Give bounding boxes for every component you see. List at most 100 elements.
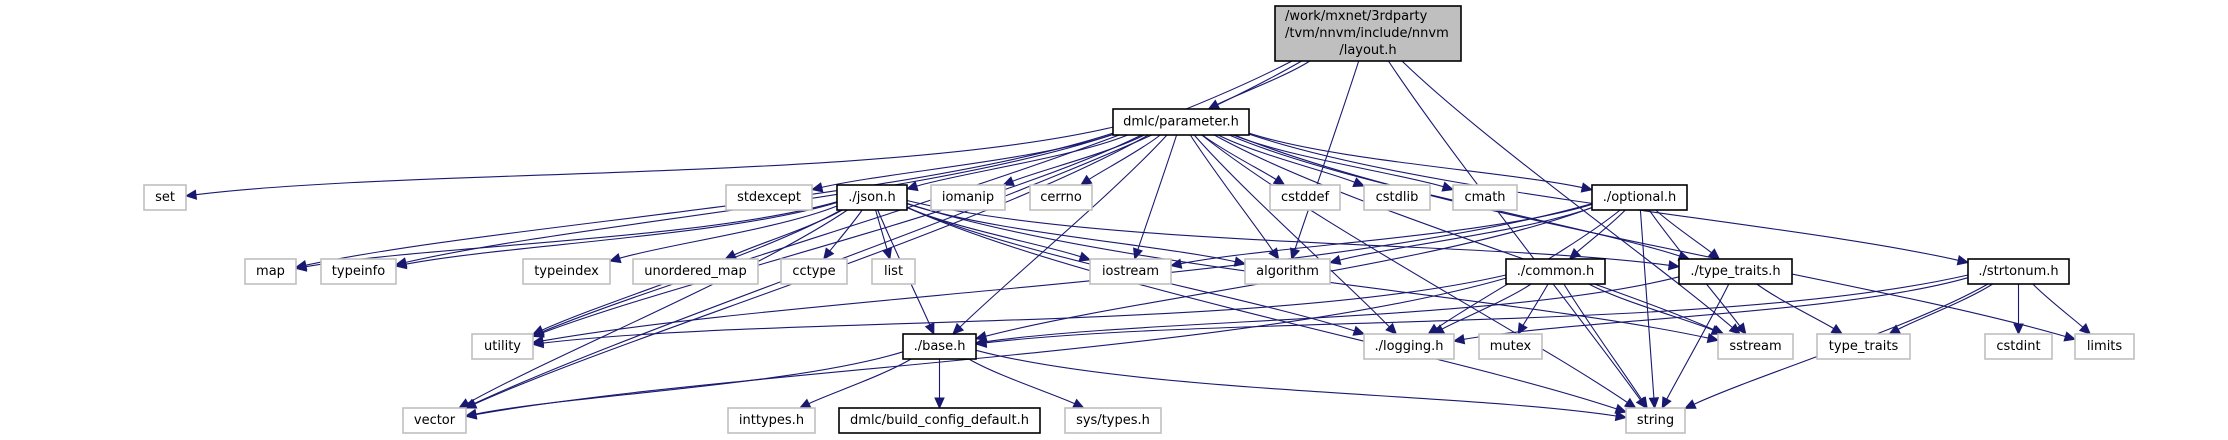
node-iomanip: iomanip bbox=[930, 184, 1006, 211]
node-box bbox=[902, 333, 977, 360]
arrowhead-icon bbox=[1352, 325, 1366, 336]
edge-line bbox=[305, 201, 838, 268]
edge-optional-to-common bbox=[1568, 209, 1626, 260]
edge-line bbox=[1756, 283, 1834, 330]
arrowhead-icon bbox=[952, 322, 965, 335]
node-layout[interactable]: /work/mxnet/3rdparty/tvm/nnvm/include/nn… bbox=[1274, 5, 1462, 62]
node-optional[interactable]: ./optional.h bbox=[1591, 184, 1688, 211]
node-box bbox=[1984, 333, 2053, 360]
edge-line bbox=[1088, 134, 1161, 180]
node-label: cmath bbox=[1464, 190, 1505, 205]
arrowhead-icon bbox=[531, 325, 545, 335]
edge-line bbox=[1137, 134, 1178, 250]
arrowhead-icon bbox=[798, 398, 812, 409]
edge-json-to-list bbox=[875, 209, 893, 261]
edge-json-to-algorithm bbox=[906, 203, 1247, 267]
edge-json-to-vector bbox=[457, 209, 848, 409]
node-strtonum[interactable]: ./strtonum.h bbox=[1967, 258, 2070, 285]
edge-parameter-to-utility bbox=[531, 134, 1142, 338]
node-label: dmlc/parameter.h bbox=[1123, 115, 1239, 130]
arrowhead-icon bbox=[1385, 322, 1398, 335]
edge-line bbox=[1193, 134, 1390, 328]
node-build-config[interactable]: dmlc/build_config_default.h bbox=[838, 407, 1041, 434]
node-stdexcept: stdexcept bbox=[725, 184, 813, 211]
node-label: cstdlib bbox=[1376, 190, 1419, 205]
edge-line bbox=[1576, 209, 1626, 253]
arrowhead-icon bbox=[1272, 174, 1286, 186]
node-box bbox=[1244, 258, 1331, 285]
arrowhead-icon bbox=[1830, 323, 1844, 335]
node-json[interactable]: ./json.h bbox=[836, 184, 908, 211]
arrowhead-icon bbox=[1648, 397, 1660, 410]
node-base[interactable]: ./base.h bbox=[902, 333, 977, 360]
node-box bbox=[1112, 108, 1250, 136]
node-logging[interactable]: ./logging.h bbox=[1363, 333, 1455, 360]
node-label: ./json.h bbox=[848, 190, 895, 205]
arrowhead-icon bbox=[1078, 251, 1092, 262]
edge-parameter-to-cstdlib bbox=[1217, 134, 1366, 188]
arrowhead-icon bbox=[1169, 258, 1183, 269]
node-typeindex: typeindex bbox=[522, 258, 611, 285]
node-box bbox=[1591, 184, 1688, 211]
node-box bbox=[1064, 407, 1162, 434]
node-box bbox=[1029, 184, 1093, 211]
edge-base-to-string bbox=[975, 349, 1628, 422]
edge-base-to-build_config bbox=[934, 358, 945, 410]
node-label: unordered_map bbox=[644, 264, 747, 279]
arrowhead-icon bbox=[1517, 322, 1528, 336]
node-label: dmlc/build_config_default.h bbox=[850, 413, 1029, 428]
node-box bbox=[1967, 258, 2070, 285]
edge-line bbox=[1214, 134, 1715, 331]
node-label: ./base.h bbox=[914, 339, 966, 354]
edge-json-to-type_traits_h bbox=[906, 199, 1681, 271]
arrowhead-icon bbox=[1580, 182, 1594, 193]
node-box bbox=[1505, 258, 1606, 285]
node-label: /work/mxnet/3rdparty bbox=[1285, 9, 1428, 24]
node-box bbox=[930, 184, 1006, 211]
node-label: algorithm bbox=[1256, 264, 1319, 279]
edge-line bbox=[1201, 134, 1628, 403]
arrowhead-icon bbox=[1623, 397, 1637, 409]
node-label: set bbox=[155, 190, 175, 205]
arrowhead-icon bbox=[1614, 403, 1628, 414]
node-algorithm: algorithm bbox=[1244, 258, 1331, 285]
arrowhead-icon bbox=[974, 337, 988, 349]
edge-parameter-to-json bbox=[905, 134, 1129, 192]
node-box bbox=[1363, 333, 1455, 360]
edge-line bbox=[985, 276, 1680, 343]
edge-line bbox=[829, 209, 863, 252]
edge-line bbox=[1233, 134, 1444, 188]
node-string: string bbox=[1625, 407, 1686, 434]
node-box bbox=[320, 258, 397, 285]
node-type-traits: type_traits bbox=[1816, 333, 1911, 360]
node-box bbox=[1363, 184, 1431, 211]
edge-line bbox=[542, 134, 1142, 334]
node-label: ./common.h bbox=[1517, 264, 1595, 279]
arrowhead-icon bbox=[1614, 410, 1628, 422]
edge-parameter-to-string bbox=[1201, 134, 1637, 409]
node-set: set bbox=[143, 184, 187, 211]
node-common[interactable]: ./common.h bbox=[1505, 258, 1606, 285]
arrowhead-icon bbox=[1667, 260, 1681, 271]
edge-line bbox=[405, 201, 838, 265]
edge-line bbox=[475, 351, 904, 415]
node-sstream: sstream bbox=[1717, 333, 1794, 360]
edge-line bbox=[475, 277, 1507, 416]
node-box bbox=[1089, 258, 1172, 285]
edge-line bbox=[906, 199, 1670, 266]
node-type-traits-h[interactable]: ./type_traits.h bbox=[1678, 258, 1793, 285]
arrowhead-icon bbox=[464, 408, 478, 420]
node-box bbox=[836, 184, 908, 211]
arrowhead-icon bbox=[394, 258, 408, 270]
node-label: typeinfo bbox=[332, 264, 385, 279]
edge-line bbox=[542, 274, 1507, 344]
node-map: map bbox=[244, 258, 297, 285]
nodes-layer: /work/mxnet/3rdparty/tvm/nnvm/include/nn… bbox=[143, 5, 2135, 434]
arrowhead-icon bbox=[294, 261, 308, 272]
edge-line bbox=[906, 206, 1617, 410]
edges-layer bbox=[184, 60, 2092, 422]
node-parameter[interactable]: dmlc/parameter.h bbox=[1112, 108, 1250, 136]
arrowhead-icon bbox=[1452, 333, 1466, 345]
node-label: iomanip bbox=[942, 190, 994, 205]
edge-parameter-to-iostream bbox=[1133, 134, 1178, 261]
